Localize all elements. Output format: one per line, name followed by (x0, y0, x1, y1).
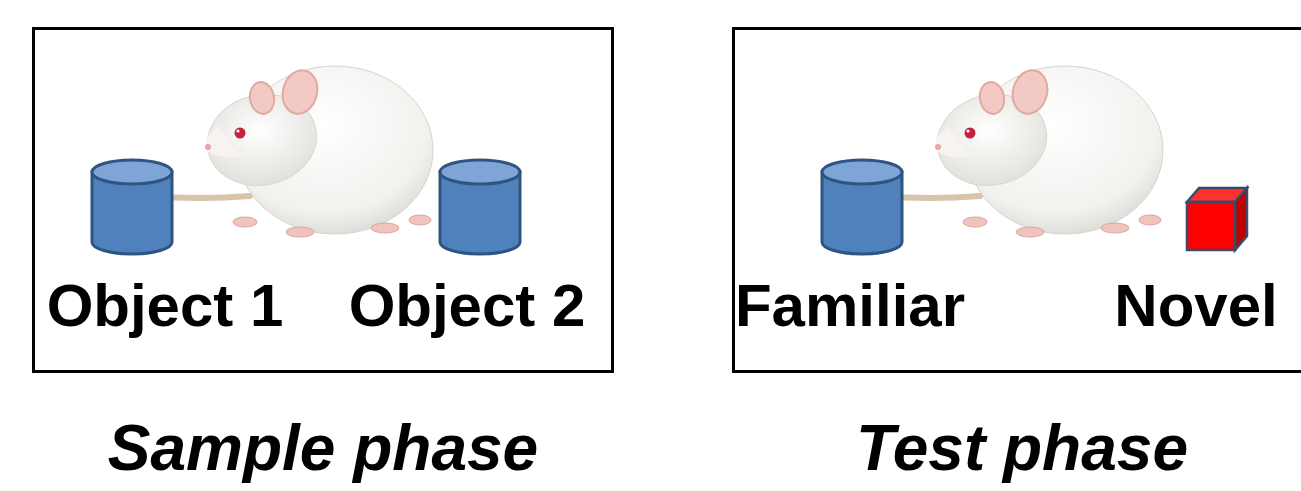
object-label: Object 1 (47, 276, 284, 336)
cylinder-object (92, 160, 172, 254)
object-label: Object 2 (349, 276, 586, 336)
phase-caption: Sample phase (35, 416, 611, 480)
cylinder-object (822, 160, 902, 254)
rat-figure (150, 66, 433, 237)
cylinder-object (440, 160, 520, 254)
cube-object (1187, 188, 1247, 250)
object-label: Novel (1114, 276, 1277, 336)
rat-figure (880, 66, 1163, 237)
object-label: Familiar (735, 276, 965, 336)
phase-caption: Test phase (735, 416, 1301, 480)
